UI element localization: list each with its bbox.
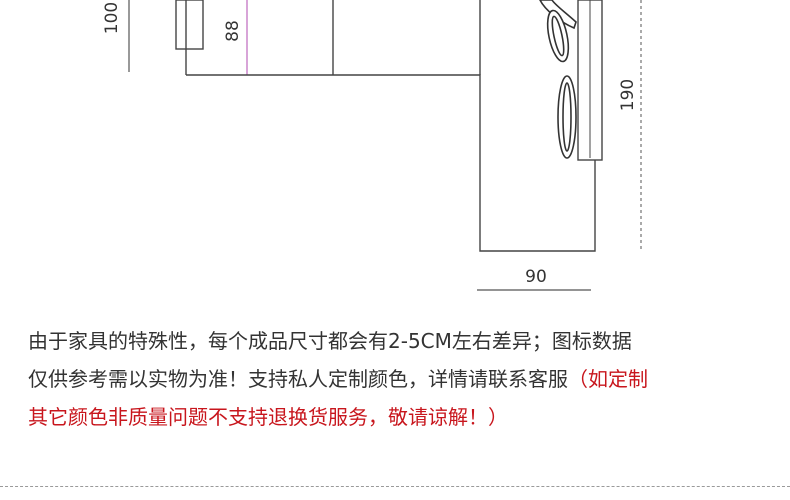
cushions [539, 0, 577, 159]
height-dimension-label: 100 [102, 2, 122, 34]
section-divider-dashed [0, 486, 790, 487]
cushion-2-inner [551, 15, 565, 57]
backrest [577, 0, 603, 161]
size-disclaimer-line-2: 仅供参考需以实物为准！支持私人定制颜色，详情请联系客服（如定制 [28, 360, 788, 398]
cushion-3-inner [562, 82, 572, 152]
width-dimension-label: 90 [525, 267, 547, 287]
size-disclaimer-line-1: 由于家具的特殊性，每个成品尺寸都会有2-5CM左右差异；图标数据 [28, 322, 788, 360]
custom-color-warning-end: 其它颜色非质量问题不支持退换货服务，敬请谅解！） [28, 405, 508, 429]
sofa-outline [186, 74, 596, 252]
depth-dimension-label: 190 [618, 79, 638, 111]
seat-height-label: 88 [223, 20, 243, 42]
size-disclaimer-line-3: 其它颜色非质量问题不支持退换货服务，敬请谅解！） [28, 398, 788, 436]
disclaimer-text-2: 仅供参考需以实物为准！支持私人定制颜色，详情请联系客服 [28, 367, 568, 391]
armrest [175, 0, 204, 50]
custom-color-warning-start: （如定制 [568, 367, 648, 391]
sofa-dimension-diagram: 100 88 190 90 [102, 0, 642, 291]
disclaimer-text-1: 由于家具的特殊性，每个成品尺寸都会有2-5CM左右差异；图标数据 [28, 329, 632, 353]
